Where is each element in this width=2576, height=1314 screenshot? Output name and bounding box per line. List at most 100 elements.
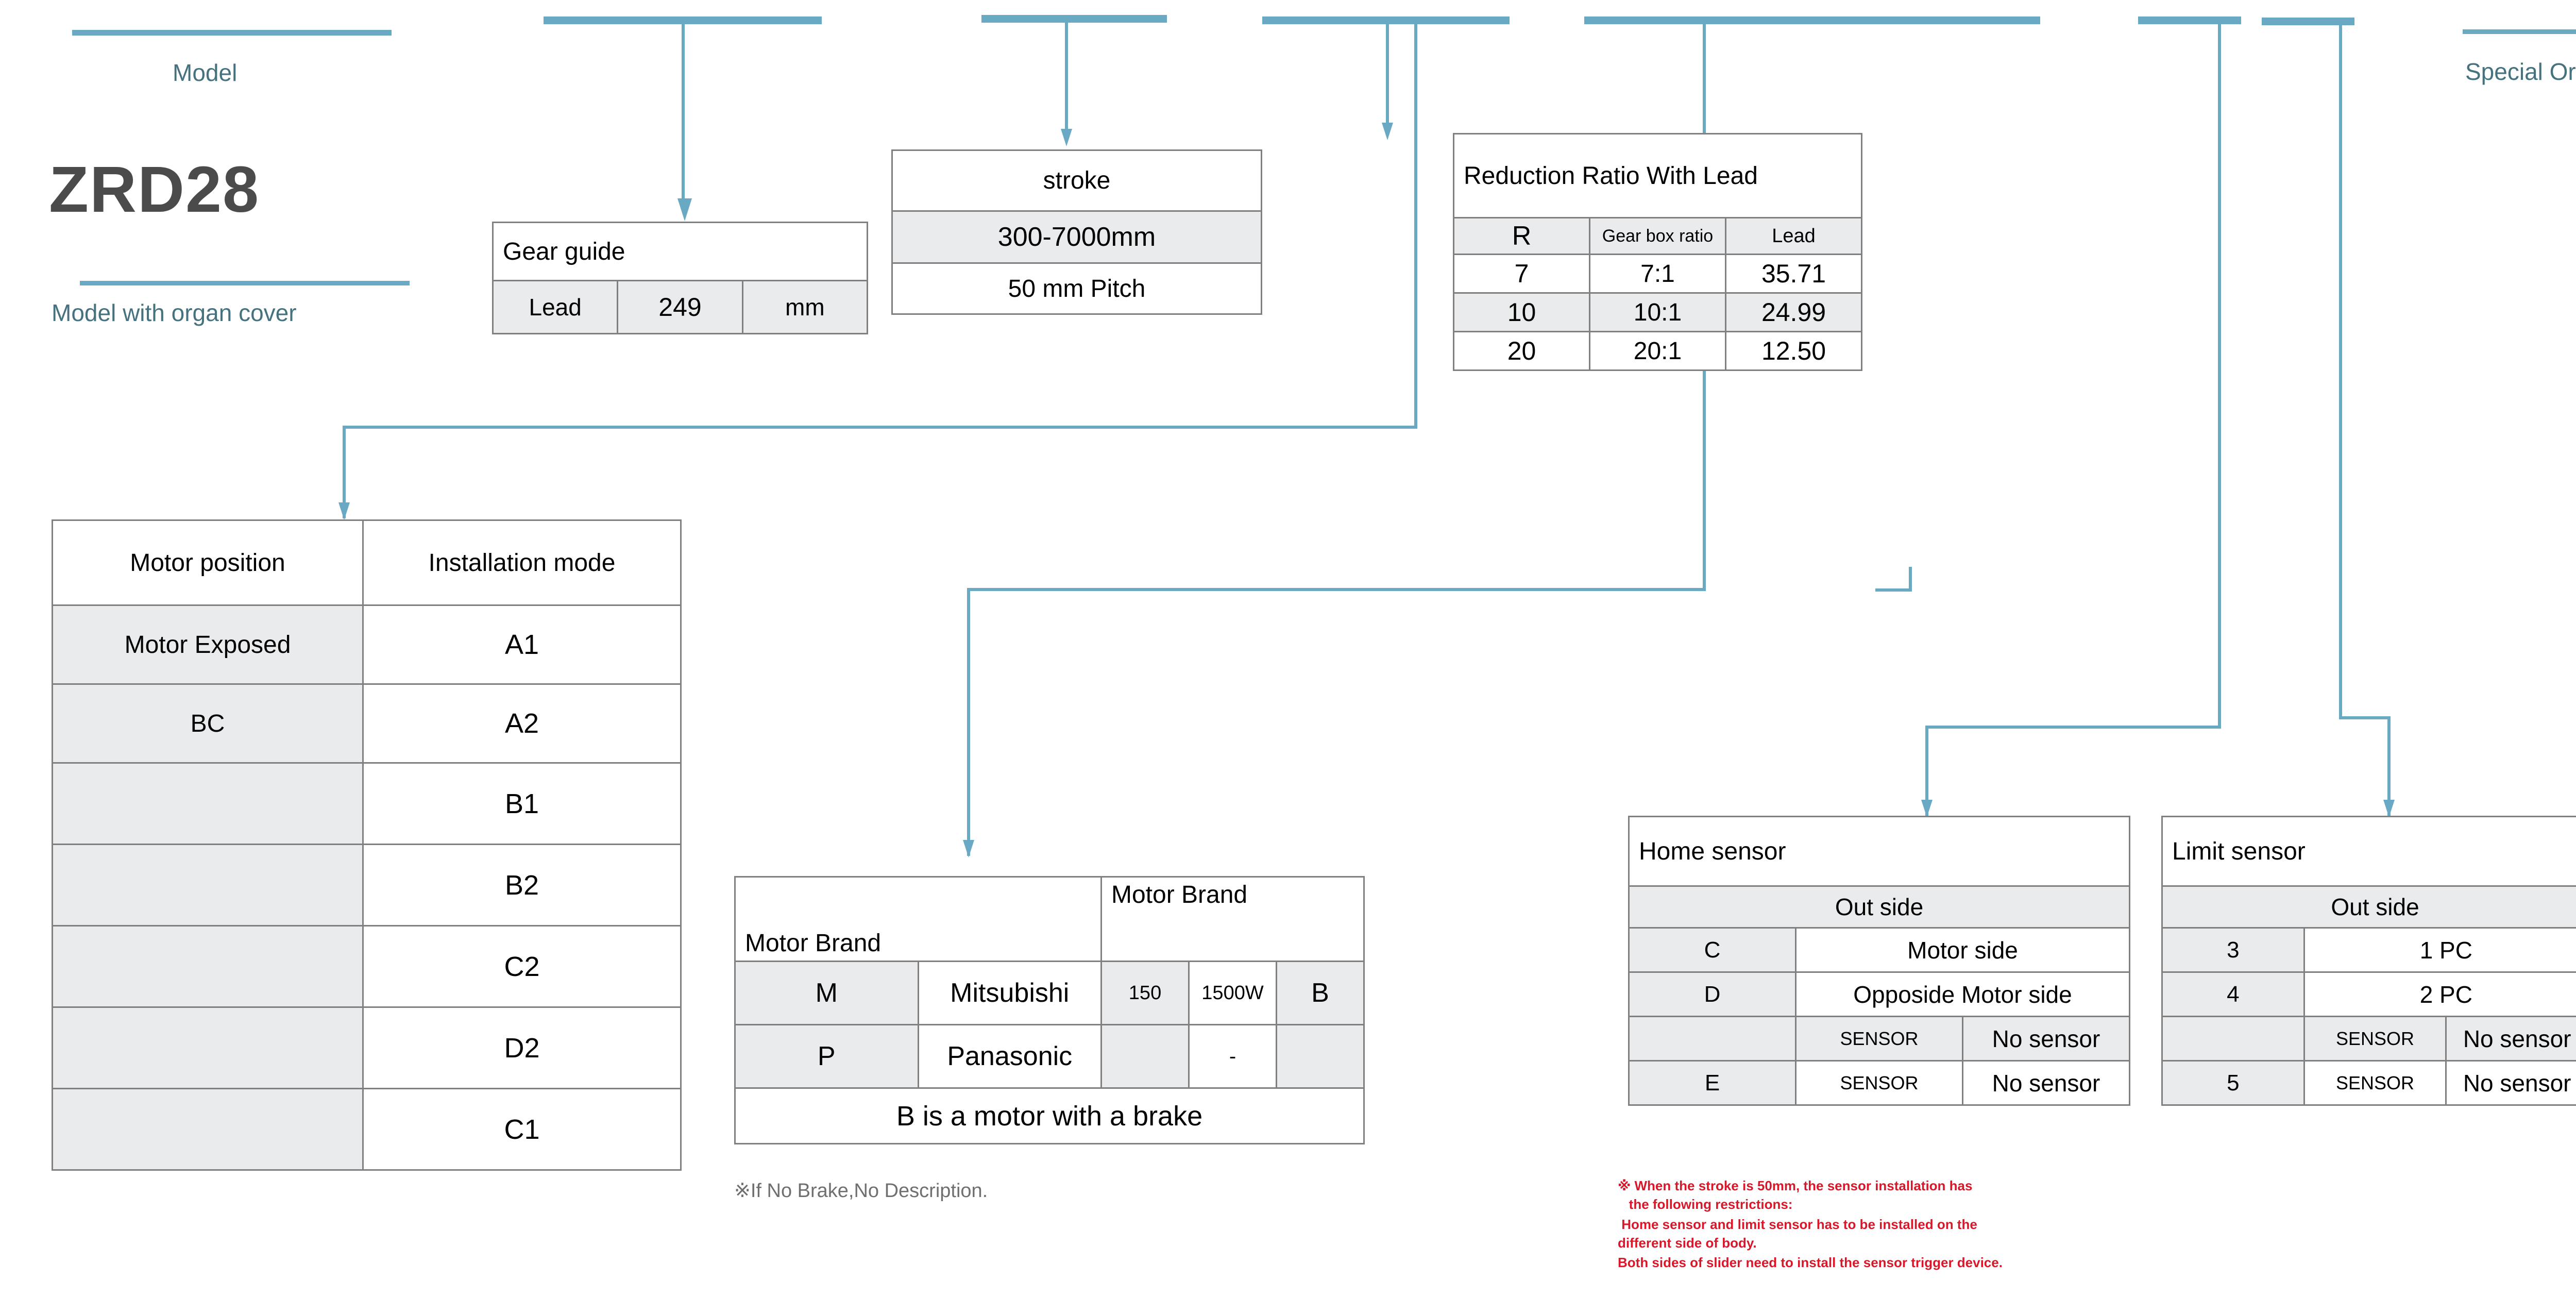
stroke-table: stroke 300-7000mm 50 mm Pitch (891, 149, 1262, 315)
reduction-col-gearbox: Gear box ratio (1589, 217, 1726, 255)
home-sensor-code-0: C (1628, 927, 1797, 973)
model-bottom-rule (80, 281, 410, 285)
connector-home-sensor-arrow (1921, 800, 1933, 817)
home-sensor-label-1: Opposide Motor side (1795, 971, 2130, 1017)
reduction-col-r: R (1453, 217, 1590, 255)
installation-mode-5: D2 (362, 1006, 682, 1089)
installation-mode-4: C2 (362, 925, 682, 1008)
reduction-column-row: R Gear box ratio Lead (1453, 217, 1862, 255)
stroke-range-row: 300-7000mm (891, 210, 1262, 264)
connector-stroke-stem (1065, 15, 1068, 133)
connector-gear-guide-stem (682, 16, 685, 207)
stroke-title: stroke (891, 149, 1262, 212)
motor-power-code-1 (1100, 1024, 1190, 1089)
connector-motor-position-stem-right (1414, 16, 1417, 429)
table-row: P Panasonic - (734, 1024, 1365, 1089)
motor-position-value-3 (52, 844, 364, 926)
reduction-ratio-2: 20:1 (1589, 331, 1726, 371)
connector-home-sensor-cross (1925, 726, 2221, 729)
connector-limit-sensor-top2 (2262, 18, 2354, 25)
home-sensor-value-2: No sensor (1962, 1016, 2130, 1062)
gear-guide-lead-label: Lead (492, 280, 619, 334)
installation-mode-1: A2 (362, 683, 682, 764)
motor-position-value-1: BC (52, 683, 364, 764)
connector-reduction-arrow (1382, 123, 1393, 140)
connector-motor-position-arrow (338, 502, 350, 520)
motor-brand-name-1: Panasonic (917, 1024, 1102, 1089)
connector-limit-sensor-arrow (2383, 800, 2395, 817)
home-sensor-label-0: Motor side (1795, 927, 2130, 973)
limit-sensor-subhead-row: Out side (2161, 885, 2576, 929)
motor-brand-footer-row: B is a motor with a brake (734, 1087, 1365, 1144)
limit-sensor-subhead: Out side (2161, 885, 2576, 929)
reduction-lead-1: 24.99 (1725, 292, 1862, 332)
table-row: C Motor side (1628, 927, 2130, 973)
table-row: D Opposide Motor side (1628, 971, 2130, 1017)
reduction-r-1: 10 (1453, 292, 1590, 332)
home-sensor-code-1: D (1628, 971, 1797, 1017)
reduction-r-0: 7 (1453, 254, 1590, 294)
motor-power-0: 1500W (1188, 961, 1277, 1025)
motor-brand-title-left: Motor Brand (734, 876, 1102, 962)
table-row: SENSOR No sensor (1628, 1016, 2130, 1062)
home-sensor-code-3: E (1628, 1060, 1797, 1106)
connector-limit-sensor-stem-left (2387, 716, 2391, 819)
motor-position-header-row: Motor position Installation mode (52, 519, 682, 606)
connector-home-sensor-stem-right (2218, 16, 2221, 728)
sensor-warning-line-1: ※ When the stroke is 50mm, the sensor in… (1618, 1178, 1973, 1193)
motor-position-value-0: Motor Exposed (52, 604, 364, 685)
connector-stroke-top (981, 15, 1167, 23)
table-row: E SENSOR No sensor (1628, 1060, 2130, 1106)
motor-brand-note: ※If No Brake,No Description. (734, 1180, 988, 1202)
home-sensor-title: Home sensor (1628, 816, 2130, 887)
model-label: Model (173, 59, 238, 86)
connector-motor-brand-cross (967, 588, 1706, 591)
connector-motor-position-top (1273, 16, 1510, 24)
connector-limit-sensor-cross (2339, 716, 2391, 719)
table-row: C2 (52, 925, 682, 1008)
connector-stroke-arrow (1061, 129, 1072, 146)
connector-home-sensor-top (1798, 16, 2040, 24)
motor-position-value-5 (52, 1006, 364, 1089)
sensor-warning-line-4: different side of body. (1618, 1235, 1757, 1251)
reduction-ratio-0: 7:1 (1589, 254, 1726, 294)
reduction-ratio-table: Reduction Ratio With Lead R Gear box rat… (1453, 133, 1862, 371)
table-row: 4 2 PC (2161, 971, 2576, 1017)
table-row: D2 (52, 1006, 682, 1089)
connector-reduction-stem (1386, 16, 1389, 127)
table-row: 7 7:1 35.71 (1453, 254, 1862, 294)
connector-stub-vertical (1909, 567, 1912, 592)
limit-sensor-label-1: 2 PC (2303, 971, 2576, 1017)
connector-home-sensor-stem-left (1925, 726, 1928, 818)
motor-position-col-position: Motor position (52, 519, 364, 606)
limit-sensor-label-2: SENSOR (2303, 1016, 2447, 1062)
home-sensor-code-2 (1628, 1016, 1797, 1062)
motor-brand-name-0: Mitsubishi (917, 961, 1102, 1025)
table-row: BC A2 (52, 683, 682, 764)
home-sensor-table: Home sensor Out side C Motor side D Oppo… (1628, 816, 2130, 1106)
stroke-header-row: stroke (891, 149, 1262, 212)
special-order-label: Special Order No. (2465, 58, 2576, 85)
gear-guide-lead-value: 249 (617, 280, 743, 334)
gear-guide-value-row: Lead 249 mm (492, 280, 869, 334)
motor-power-code-0: 150 (1100, 961, 1190, 1025)
limit-sensor-label-0: 1 PC (2303, 927, 2576, 973)
table-row: 5 SENSOR No sensor (2161, 1060, 2576, 1106)
motor-brake-0: B (1276, 961, 1365, 1025)
gear-guide-header-row: Gear guide (492, 222, 868, 281)
connector-motor-brand-arrow (963, 840, 974, 857)
home-sensor-label-3: SENSOR (1795, 1060, 1963, 1106)
limit-sensor-title: Limit sensor (2161, 816, 2576, 887)
connector-limit-sensor-stem-right (2339, 18, 2342, 718)
table-row: 20 20:1 12.50 (1453, 331, 1862, 371)
limit-sensor-label-3: SENSOR (2303, 1060, 2447, 1106)
reduction-r-2: 20 (1453, 331, 1590, 371)
motor-brand-header-row: Motor Brand Motor Brand (734, 876, 1365, 962)
gear-guide-lead-unit: mm (741, 280, 869, 334)
home-sensor-subhead-row: Out side (1628, 885, 2130, 929)
home-sensor-label-2: SENSOR (1795, 1016, 1963, 1062)
motor-position-value-6 (52, 1088, 364, 1171)
model-subtitle: Model with organ cover (52, 299, 297, 326)
model-top-rule (72, 30, 392, 36)
home-sensor-header-row: Home sensor (1628, 816, 2130, 887)
